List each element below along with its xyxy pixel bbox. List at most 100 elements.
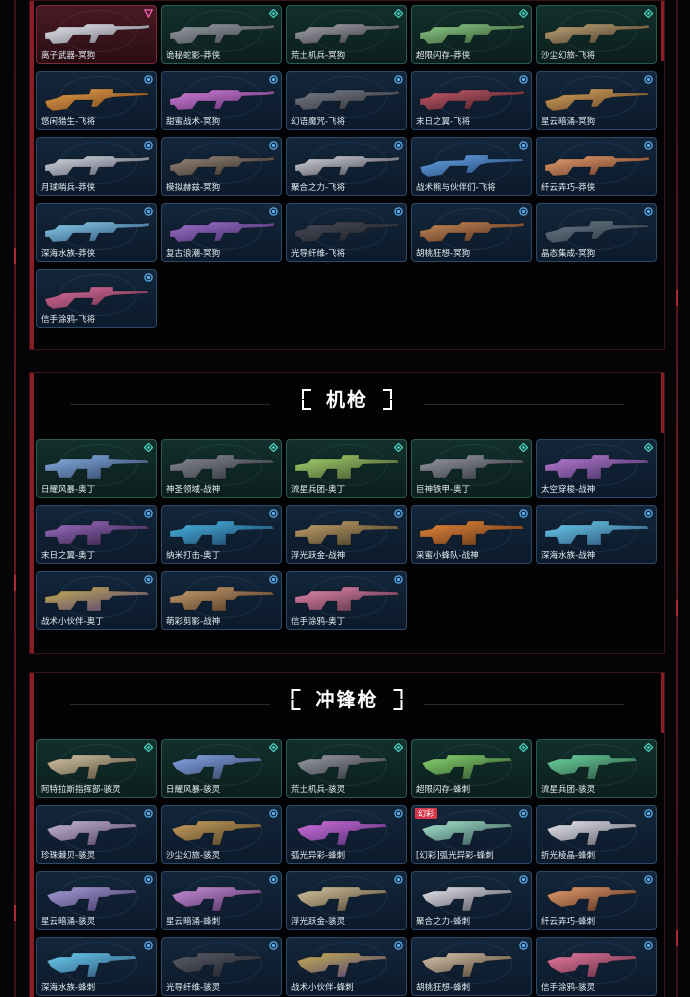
skin-card[interactable]: 阿特拉斯指挥部-骇灵	[36, 739, 157, 798]
skin-card[interactable]: 流星兵团-骇灵	[536, 739, 657, 798]
skin-card[interactable]: 星云暗涌-蜂刺	[161, 871, 282, 930]
skin-card[interactable]: 采蜜小蜂队-战神	[411, 505, 532, 564]
skin-card[interactable]: 沙尘幻旅-骇灵	[161, 805, 282, 864]
skin-name: 光导纤维-骇灵	[166, 983, 221, 993]
skin-card[interactable]: 光导纤维-飞将	[286, 203, 407, 262]
weapon-skin-image	[421, 754, 513, 780]
skin-card[interactable]: 萌彩剪影-战神	[161, 571, 282, 630]
diamond-rarity-icon	[394, 9, 403, 18]
skin-name: 胡桃狂想-冥狗	[416, 249, 471, 259]
skin-name: 纤云弄巧-莽侠	[541, 183, 596, 193]
skin-card[interactable]: 信手涂鸦-骇灵	[536, 937, 657, 996]
skin-card[interactable]: 星云暗涌-骇灵	[36, 871, 157, 930]
skin-name: 超限闪存-莽侠	[416, 51, 471, 61]
skin-card[interactable]: 胡桃狂想-蜂刺	[411, 937, 532, 996]
skin-card[interactable]: 复古浪潮-冥狗	[161, 203, 282, 262]
skin-card[interactable]: 神圣领域-战神	[161, 439, 282, 498]
diamond-rarity-icon	[269, 9, 278, 18]
skin-card[interactable]: 深海水族-莽侠	[36, 203, 157, 262]
skin-card[interactable]: 超限闪存-莽侠	[411, 5, 532, 64]
skin-card[interactable]: 纤云弄巧-莽侠	[536, 137, 657, 196]
circle-rarity-icon	[394, 575, 403, 584]
skin-card[interactable]: 离子武器-冥狗	[36, 5, 157, 64]
skin-card[interactable]: 战术小伙伴-蜂刺	[286, 937, 407, 996]
skin-card[interactable]: 甜蜜战术-冥狗	[161, 71, 282, 130]
skin-card[interactable]: 巨神铁甲-奥丁	[411, 439, 532, 498]
skin-card[interactable]: 末日之翼-奥丁	[36, 505, 157, 564]
skin-card[interactable]: 荒土机兵-骇灵	[286, 739, 407, 798]
skin-card[interactable]: 战术熊与伙伴们-飞将	[411, 137, 532, 196]
skin-card[interactable]: 聚合之力-飞将	[286, 137, 407, 196]
skin-card[interactable]: 弧光异彩-蜂刺	[286, 805, 407, 864]
weapon-skin-image	[294, 155, 400, 177]
skin-card[interactable]: 月球哨兵-莽侠	[36, 137, 157, 196]
skin-card[interactable]: 深海水族-蜂刺	[36, 937, 157, 996]
skin-card[interactable]: 荒土机兵-冥狗	[286, 5, 407, 64]
diamond-rarity-icon	[394, 443, 403, 452]
skin-card[interactable]: 聚合之力-蜂刺	[411, 871, 532, 930]
section-title-text: 冲锋枪	[315, 689, 379, 711]
skin-card[interactable]: 幻语魔咒-飞将	[286, 71, 407, 130]
weapon-skin-image	[44, 221, 150, 243]
skin-card[interactable]: 信手涂鸦-奥丁	[286, 571, 407, 630]
skin-name: 沙尘幻旅-飞将	[541, 51, 596, 61]
skin-card[interactable]: 末日之翼-飞将	[411, 71, 532, 130]
skin-name: 信手涂鸦-骇灵	[541, 983, 596, 993]
skin-card[interactable]: 光导纤维-骇灵	[161, 937, 282, 996]
circle-rarity-icon	[144, 75, 153, 84]
section-header-smg: 冲锋枪	[30, 673, 664, 735]
diamond-rarity-icon	[269, 443, 278, 452]
skin-card[interactable]: 太空穿梭-战神	[536, 439, 657, 498]
skin-card[interactable]: 诡秘蛇影-莽侠	[161, 5, 282, 64]
triangle-rarity-icon	[144, 9, 153, 18]
skin-card[interactable]: 浮光跃金-战神	[286, 505, 407, 564]
diamond-rarity-icon	[519, 443, 528, 452]
skin-name: 战术小伙伴-奥丁	[41, 617, 104, 627]
skin-card[interactable]: 日耀风暴-奥丁	[36, 439, 157, 498]
skin-card[interactable]: 星云暗涌-冥狗	[536, 71, 657, 130]
weapon-skin-image	[544, 520, 650, 546]
skin-card[interactable]: 悠闲猎生-飞将	[36, 71, 157, 130]
skin-card[interactable]: 胡桃狂想-冥狗	[411, 203, 532, 262]
skin-name: 深海水族-战神	[541, 551, 596, 561]
skin-name: 星云暗涌-骇灵	[41, 917, 96, 927]
skin-name: 末日之翼-奥丁	[41, 551, 96, 561]
diamond-rarity-icon	[519, 743, 528, 752]
skin-card[interactable]: 深海水族-战神	[536, 505, 657, 564]
left-dash-3	[14, 905, 16, 921]
circle-rarity-icon	[394, 509, 403, 518]
skin-card[interactable]: 沙尘幻旅-飞将	[536, 5, 657, 64]
weapon-skin-image	[544, 454, 650, 480]
weapon-skin-image	[546, 754, 638, 780]
weapon-skin-image	[171, 886, 263, 912]
skin-card[interactable]: 珍珠棘贝-骇灵	[36, 805, 157, 864]
skin-card[interactable]: [幻彩]弧光异彩-蜂刺幻彩	[411, 805, 532, 864]
skin-card[interactable]: 战术小伙伴-奥丁	[36, 571, 157, 630]
skin-card[interactable]: 模拟赫兹-冥狗	[161, 137, 282, 196]
skin-name: 纤云弄巧-蜂刺	[541, 917, 596, 927]
circle-rarity-icon	[144, 875, 153, 884]
skin-name: 离子武器-冥狗	[41, 51, 96, 61]
weapon-skin-image	[296, 952, 388, 978]
skin-card[interactable]: 折光棱晶-蜂刺	[536, 805, 657, 864]
skin-card[interactable]: 纳米打击-奥丁	[161, 505, 282, 564]
skin-card[interactable]: 浮光跃金-骇灵	[286, 871, 407, 930]
skin-card[interactable]: 日耀风暴-骇灵	[161, 739, 282, 798]
diamond-rarity-icon	[644, 9, 653, 18]
skin-name: 悠闲猎生-飞将	[41, 117, 96, 127]
skin-card[interactable]: 超限闪存-蜂刺	[411, 739, 532, 798]
skin-name: 日耀风暴-骇灵	[166, 785, 221, 795]
skin-card[interactable]: 晶态集成-冥狗	[536, 203, 657, 262]
right-dash-1	[676, 290, 678, 306]
circle-rarity-icon	[644, 809, 653, 818]
weapon-skin-image	[294, 454, 400, 480]
skin-panel-smg: 冲锋枪 阿特拉斯指挥部-骇灵日耀风暴-骇灵 荒土机兵-骇灵 超限闪存-蜂刺流星兵团-…	[29, 672, 665, 997]
skin-name: 神圣领域-战神	[166, 485, 221, 495]
skin-name: 日耀风暴-奥丁	[41, 485, 96, 495]
skin-card[interactable]: 信手涂鸦-飞将	[36, 269, 157, 328]
weapon-skin-image	[171, 820, 263, 846]
skin-card[interactable]: 流星兵团-奥丁	[286, 439, 407, 498]
skin-card[interactable]: 纤云弄巧-蜂刺	[536, 871, 657, 930]
skin-name: 荒土机兵-骇灵	[291, 785, 346, 795]
weapon-skin-image	[44, 454, 150, 480]
